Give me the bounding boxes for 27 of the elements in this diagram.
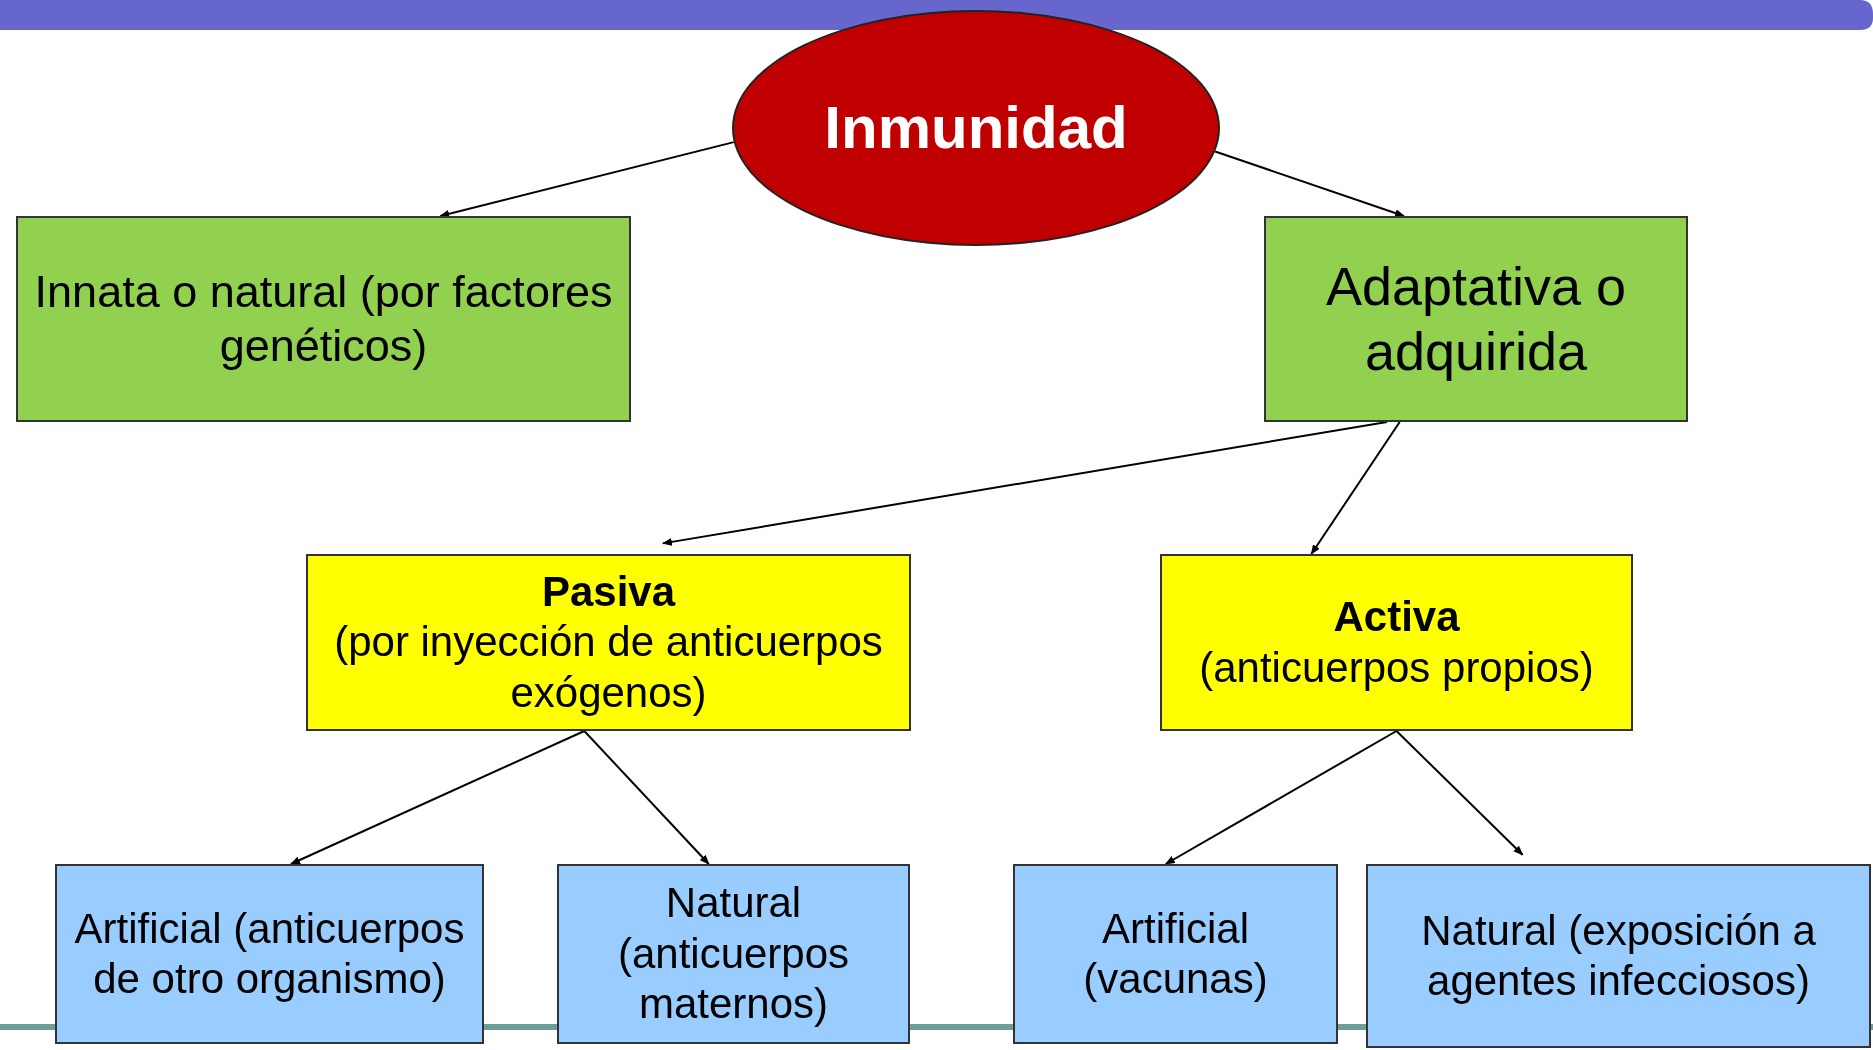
category-box [557, 864, 910, 1044]
box-heading: Pasiva [540, 566, 677, 617]
category-box [306, 554, 911, 731]
category-box [16, 216, 631, 422]
arrow [1395, 730, 1524, 856]
arrow [661, 421, 1388, 546]
arrow [289, 730, 586, 865]
box-text: Adaptativa o adquirida [1324, 255, 1628, 383]
box-text: Innata o natural (por factores genéticos) [33, 265, 614, 373]
box-text: Inmunidad [823, 93, 1129, 163]
box-text: (anticuerpos propios) [1198, 642, 1595, 693]
category-box [1013, 864, 1338, 1044]
category-box [1160, 554, 1633, 731]
category-box [1366, 864, 1871, 1048]
box-text: (por inyección de anticuerpos exógenos) [333, 617, 884, 718]
box-text: Natural (anticuerpos maternos) [616, 878, 851, 1030]
box-heading: Activa [1332, 592, 1461, 643]
arrow [1214, 150, 1405, 217]
arrow [439, 141, 735, 218]
box-text: Artificial (vacunas) [1082, 903, 1269, 1004]
arrow [583, 730, 710, 865]
category-box [1264, 216, 1688, 422]
box-text: Artificial (anticuerpos de otro organismo) [73, 903, 466, 1004]
box-text: Natural (exposición a agentes infecciosos) [1420, 905, 1817, 1006]
arrow [1164, 730, 1398, 865]
category-box [55, 864, 484, 1044]
arrow [1310, 421, 1401, 555]
